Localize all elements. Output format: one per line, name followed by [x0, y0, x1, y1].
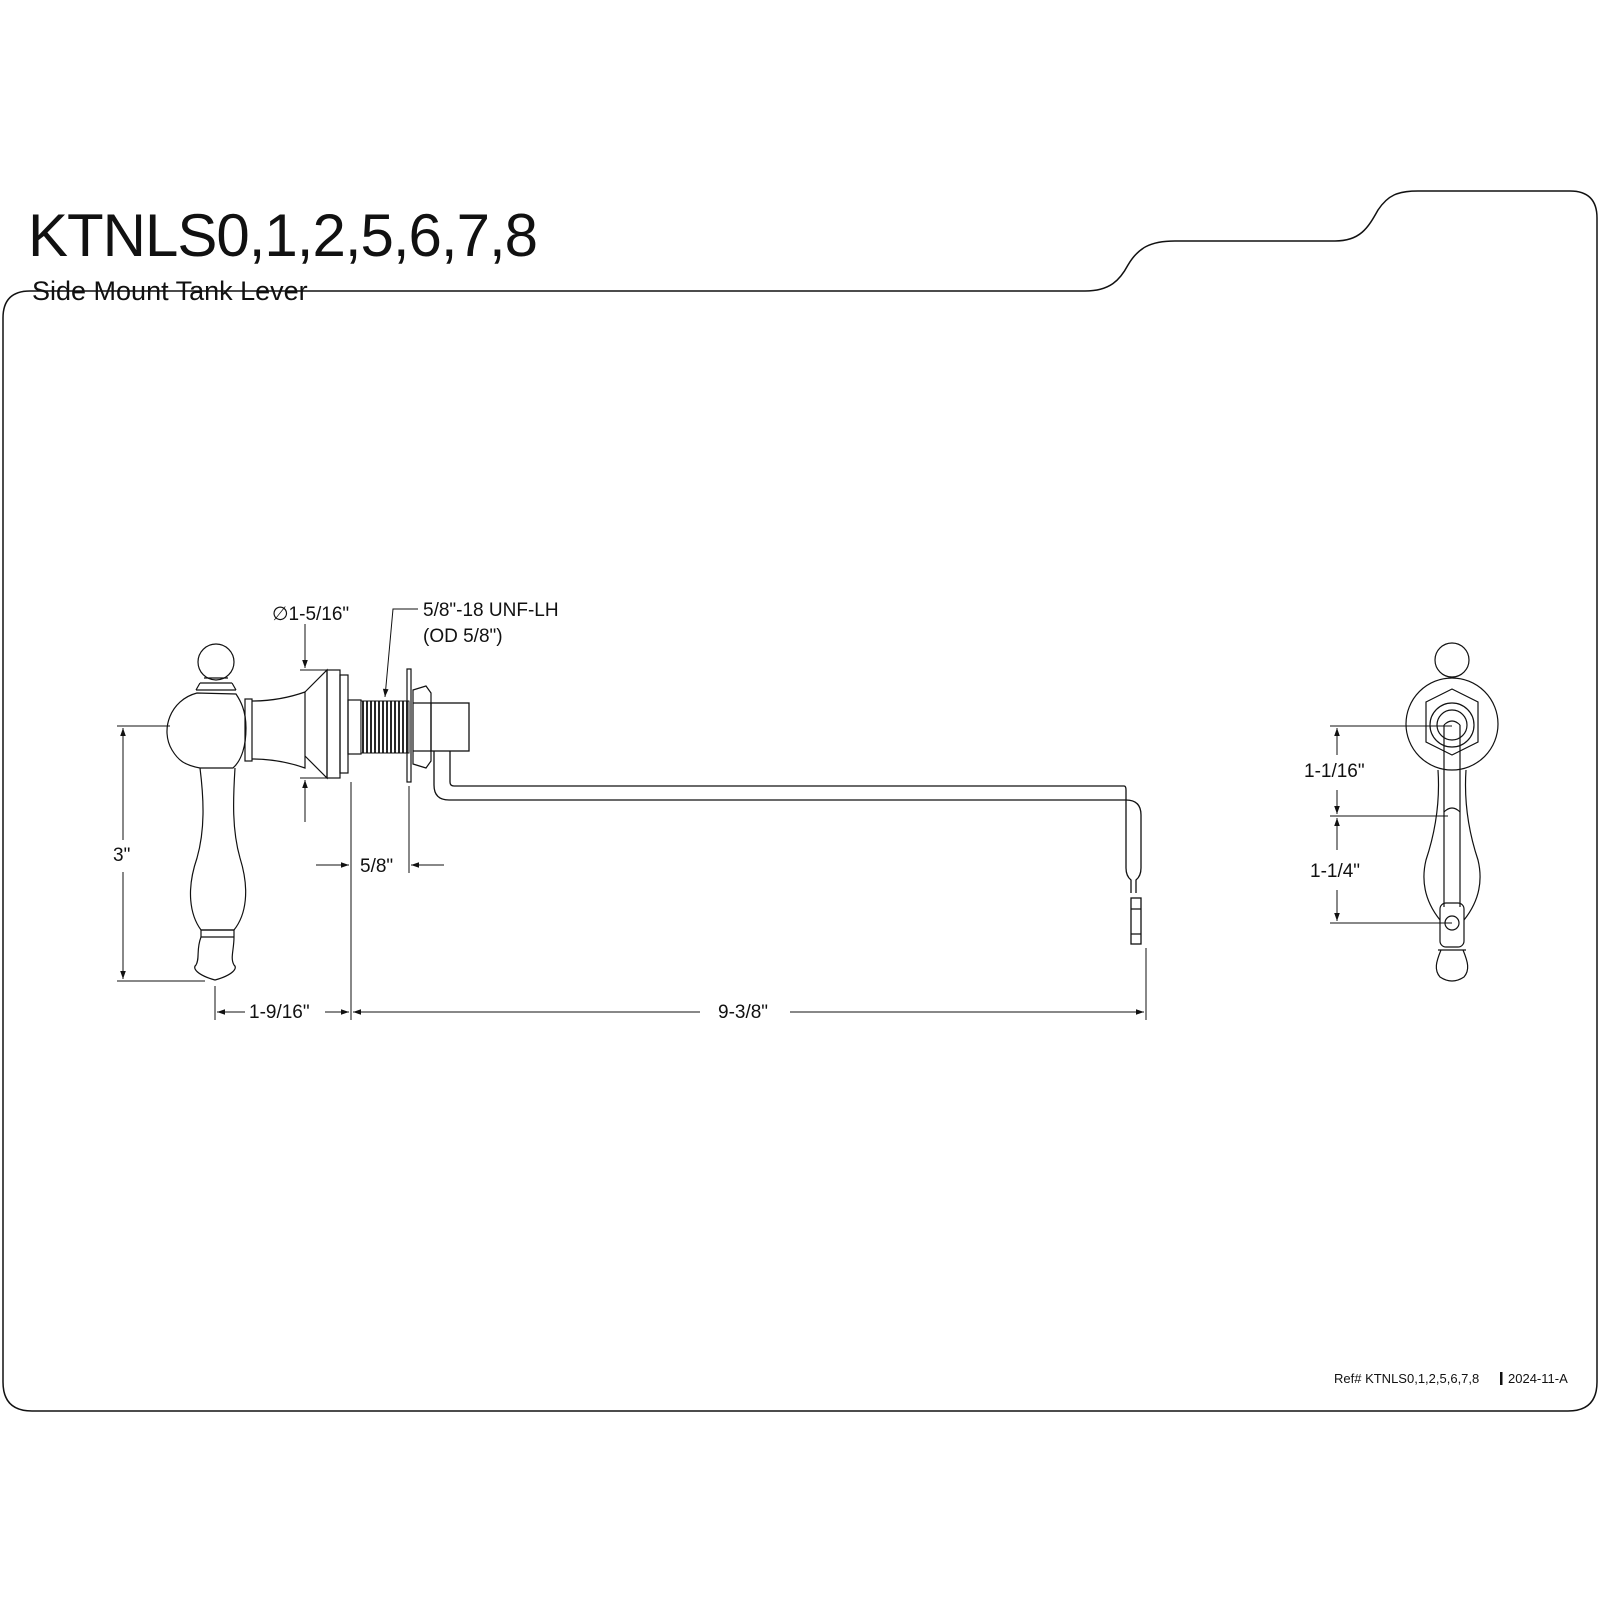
dim-thread-spec-line1: 5/8"-18 UNF-LH: [421, 600, 561, 621]
model-number-title: KTNLS0,1,2,5,6,7,8: [28, 202, 538, 269]
dim-lower-offset: 1-1/4": [1308, 861, 1363, 882]
dim-thread-spec-line2: (OD 5/8"): [421, 626, 505, 647]
dim-rod-length: 9-3/8": [716, 1002, 771, 1023]
dim-handle-offset: 1-9/16": [247, 1002, 312, 1023]
dim-upper-offset: 1-1/16": [1302, 761, 1367, 782]
dimension-lines: [117, 608, 1147, 1020]
dim-flange-diameter: ∅1-5/16": [270, 604, 352, 625]
ref-revision: 2024-11-A: [1508, 1371, 1568, 1386]
lever-end-view: [1405, 642, 1499, 982]
nut-washer: [406, 668, 432, 783]
ref-label: Ref# KTNLS0,1,2,5,6,7,8: [1334, 1371, 1480, 1386]
end-view-dimensions: [1330, 725, 1452, 924]
frame-border: [2, 190, 1598, 1412]
dim-thread-length: 5/8": [358, 856, 396, 877]
flange: [304, 668, 362, 780]
lever-handle-side: [166, 643, 306, 981]
dim-handle-height: 3": [111, 845, 133, 866]
ref-separator-bar: [1500, 1372, 1503, 1385]
reference-number: Ref# KTNLS0,1,2,5,6,7,8 2024-11-A: [1334, 1371, 1568, 1386]
product-subtitle: Side Mount Tank Lever: [32, 276, 308, 306]
lever-rod: [430, 702, 1142, 945]
threaded-shank: [360, 700, 410, 754]
